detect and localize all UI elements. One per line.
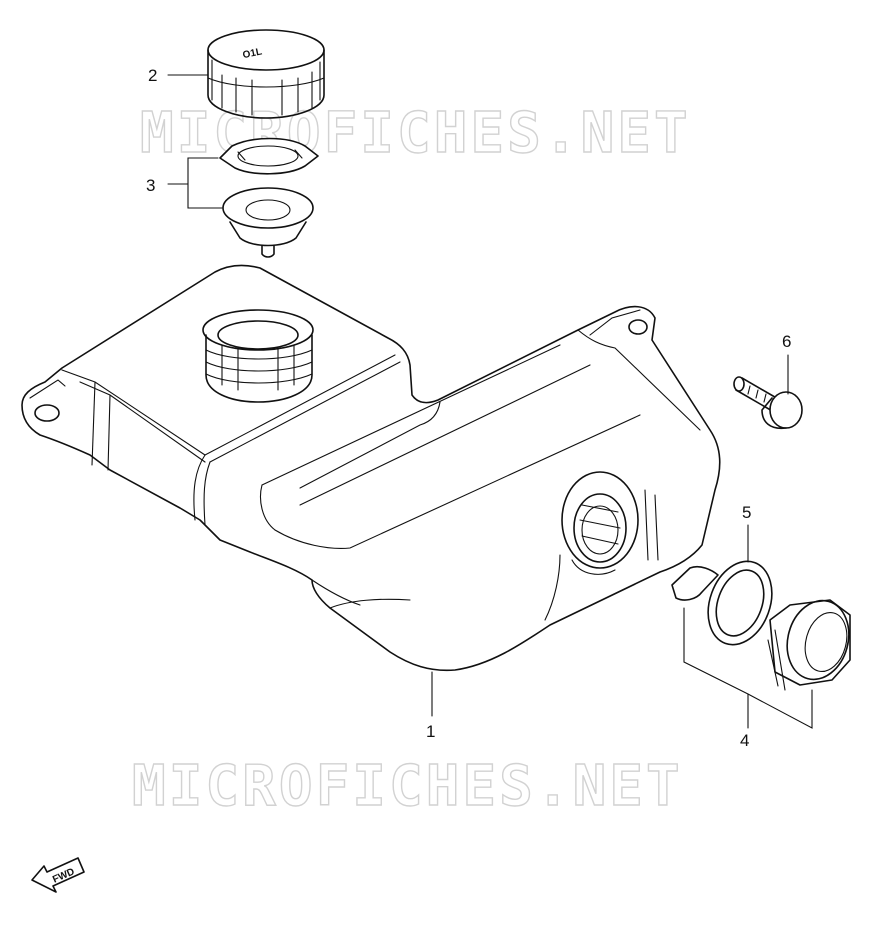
watermark-bottom: MICROFICHES.NET bbox=[132, 754, 683, 819]
grommet bbox=[222, 187, 314, 258]
cap-marking: O1L bbox=[242, 46, 263, 61]
tank-cap: O1L bbox=[207, 29, 325, 119]
fuel-tank bbox=[21, 264, 721, 672]
leader-lines bbox=[167, 74, 813, 729]
callout-5: 5 bbox=[742, 503, 751, 522]
callout-3: 3 bbox=[146, 176, 155, 195]
callout-6: 6 bbox=[782, 332, 791, 351]
callout-4: 4 bbox=[740, 731, 749, 750]
bolt bbox=[733, 376, 803, 430]
gasket bbox=[219, 137, 319, 175]
fwd-arrow-icon: FWD bbox=[31, 857, 85, 893]
callout-1: 1 bbox=[426, 722, 435, 741]
o-ring bbox=[707, 560, 773, 646]
callout-2: 2 bbox=[148, 66, 157, 85]
drain-plug bbox=[671, 565, 851, 691]
